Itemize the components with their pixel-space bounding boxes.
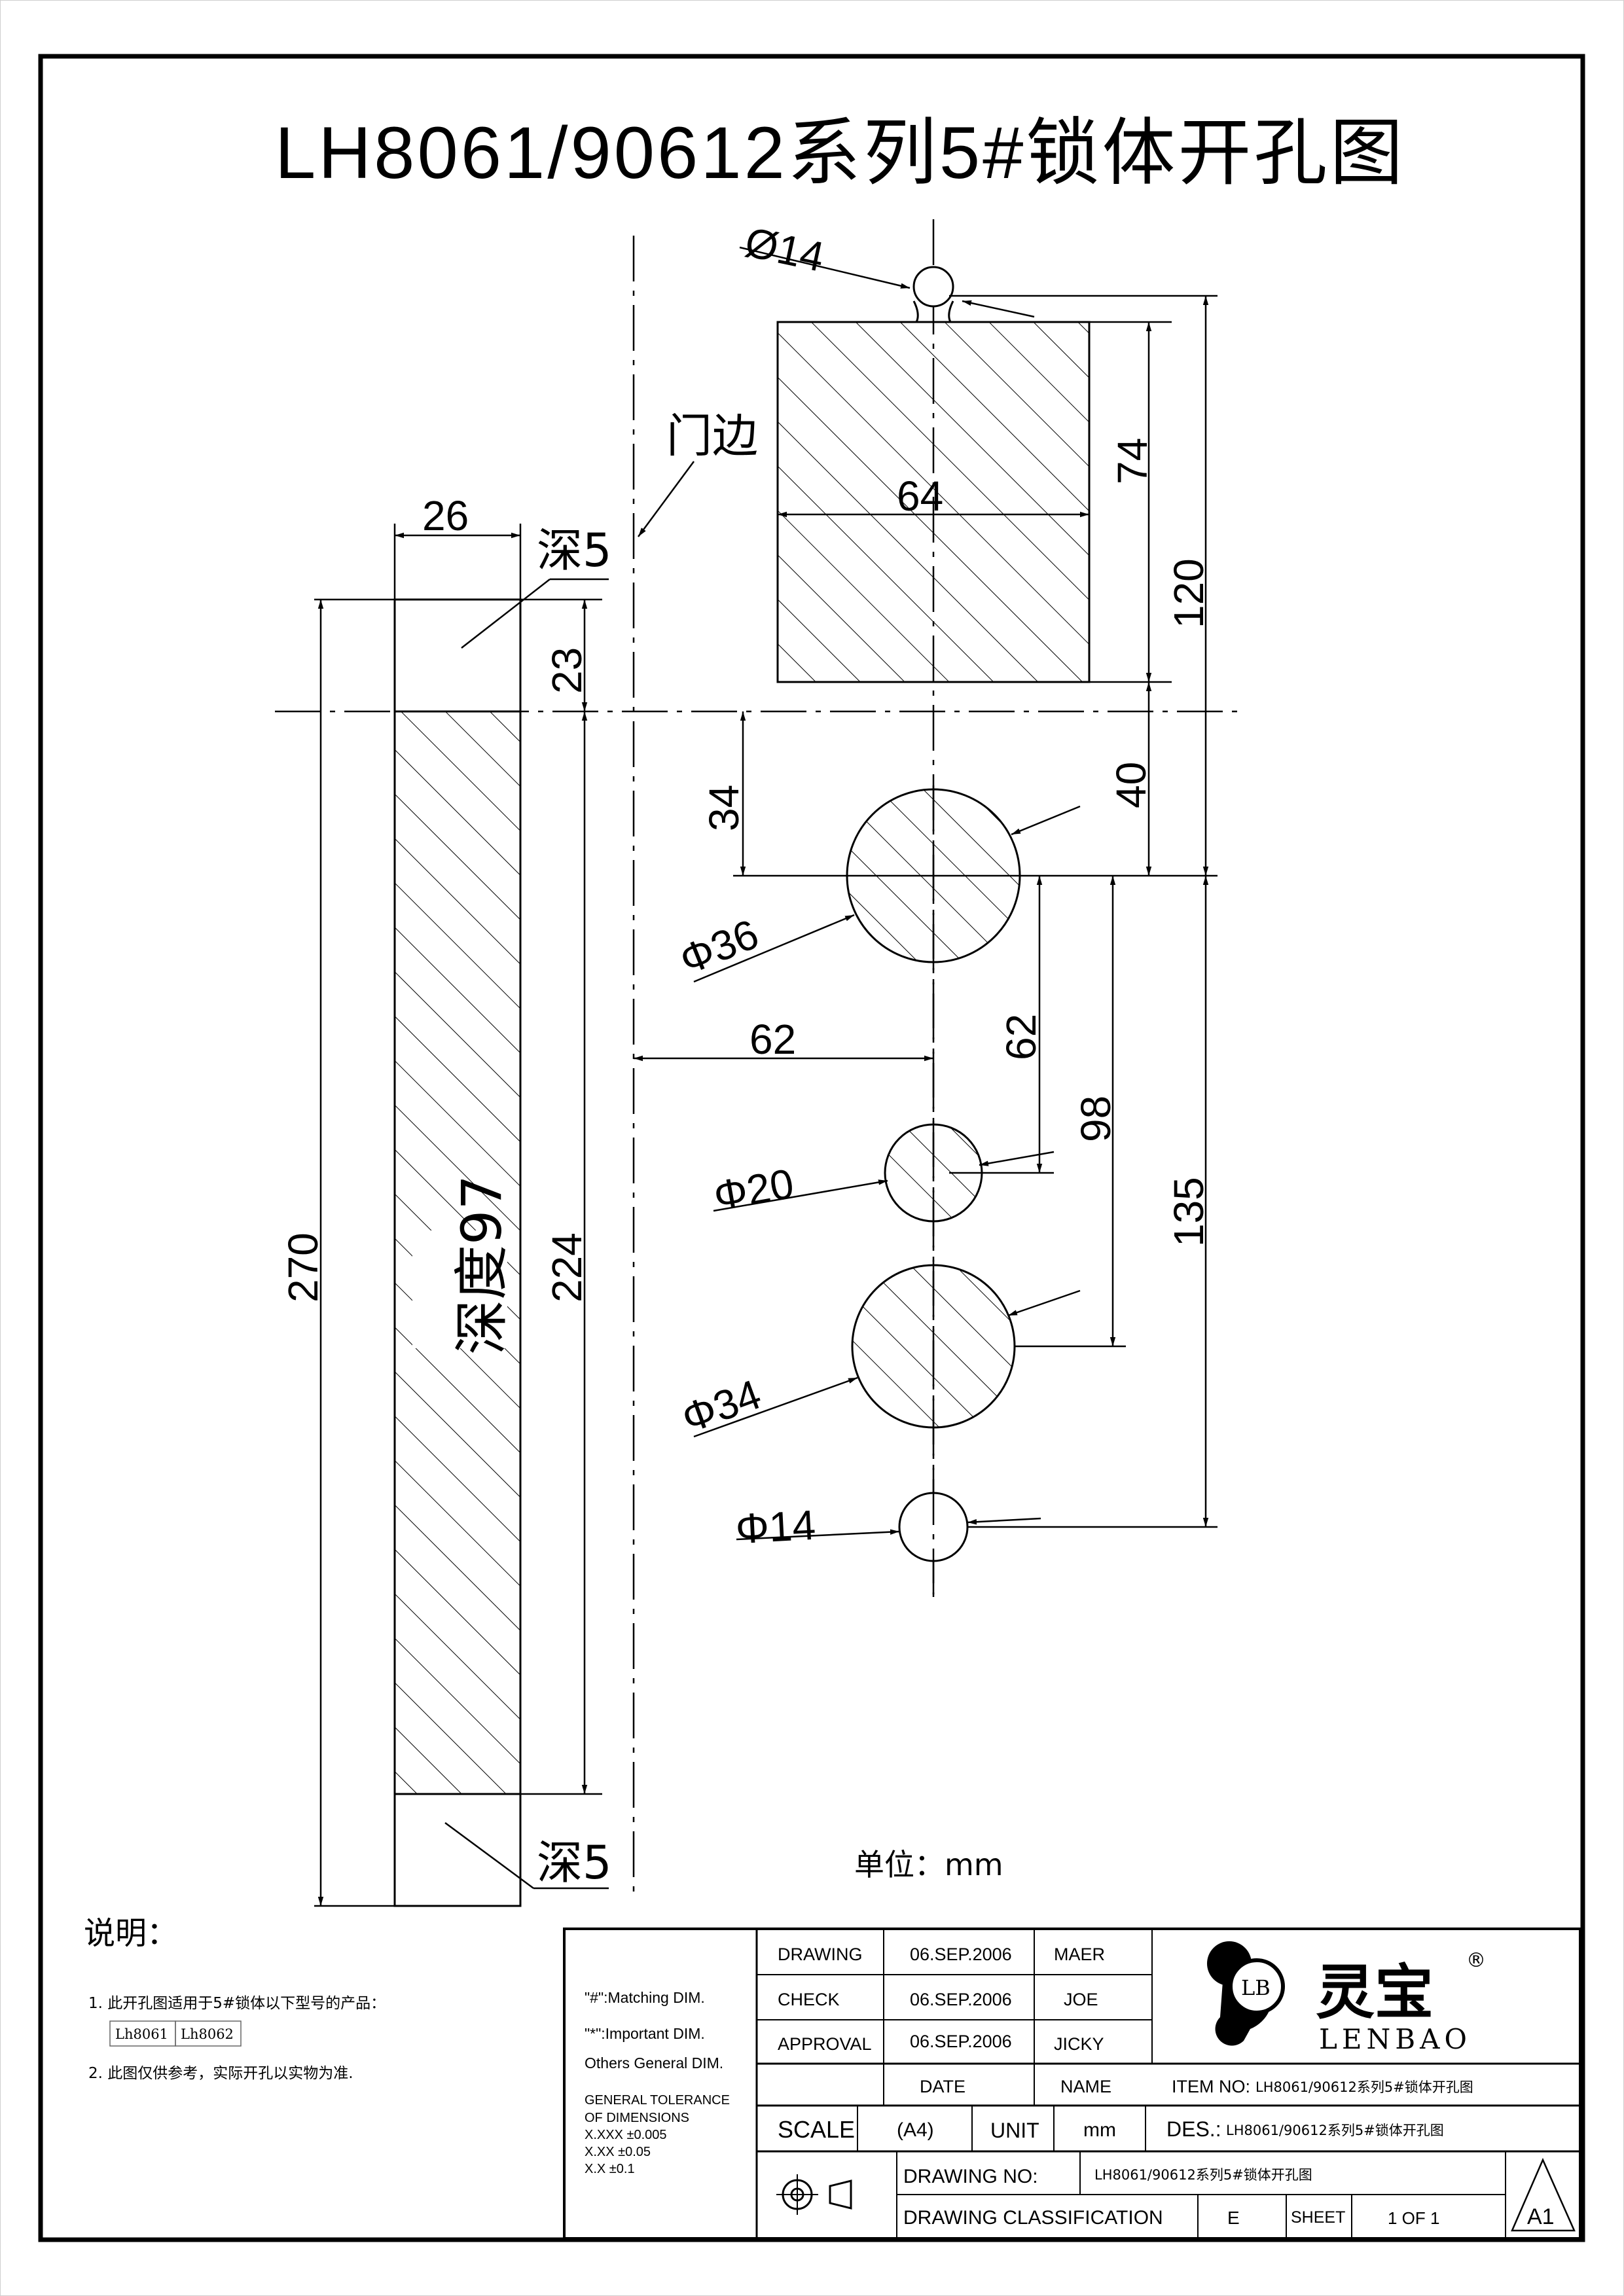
model-tags: Lh8061 Lh8062 (109, 2020, 242, 2047)
notes-heading: 说明： (84, 1915, 178, 1952)
tb-drawing-no-label: DRAWING NO: (903, 2166, 1038, 2187)
tb-sheet-label: SHEET (1291, 2208, 1345, 2227)
tb-unit-label: UNIT (990, 2119, 1039, 2142)
tb-approval-name: JICKY (1054, 2034, 1104, 2054)
note-line-2: 2. 此图仅供参考，实际开孔以实物为准. (88, 2065, 353, 2082)
dim-width-64: 64 (897, 473, 943, 520)
title-block (563, 1928, 1581, 2240)
dim-top-diameter: Ø14 (741, 218, 828, 281)
tb-drawing-label: DRAWING (778, 1945, 863, 1964)
depth-97-label: 深度97 (450, 1175, 514, 1355)
dim-diameter-36: Φ36 (673, 910, 765, 984)
model-tag-2: Lh8062 (181, 2026, 234, 2042)
tb-size-value: A1 (1527, 2204, 1555, 2229)
dim-height-120: 120 (1165, 558, 1212, 628)
brand-cn-name: 灵宝 (1316, 1958, 1434, 2027)
dim-diameter-34: Φ34 (676, 1371, 767, 1442)
tb-check-date: 06.SEP.2006 (910, 1990, 1012, 2009)
tb-scale-label: SCALE (778, 2116, 855, 2143)
tb-classification-value: E (1227, 2208, 1240, 2228)
legend-matching: "#":Matching DIM. (585, 1989, 705, 2006)
model-tag-1: Lh8061 (115, 2026, 168, 2042)
faceplate-cutout (393, 598, 522, 1907)
tb-drawing-name: MAER (1054, 1945, 1105, 1964)
door-edge-label: 门边 (666, 409, 758, 463)
tol-x: X.X ±0.1 (585, 2162, 635, 2176)
tol-title-2: OF DIMENSIONS (585, 2111, 689, 2125)
top-hole-d14 (912, 266, 954, 308)
dimension-lines (314, 246, 1218, 1907)
drawing-title: LH8061/90612系列5#锁体开孔图 (275, 112, 1405, 194)
top-lock-cutout (776, 266, 1091, 683)
dim-height-40: 40 (1108, 762, 1155, 808)
dim-height-270: 270 (280, 1232, 327, 1302)
dim-height-98: 98 (1072, 1096, 1119, 1142)
tb-name-header: NAME (1060, 2077, 1111, 2096)
brand-registered-mark: ® (1466, 1949, 1486, 1972)
tb-des-label: DES.: (1166, 2117, 1221, 2141)
unit-label: 单位：mm (854, 1847, 1003, 1882)
dim-width-26: 26 (422, 492, 469, 539)
tol-xxx: X.XXX ±0.005 (585, 2128, 667, 2142)
dim-diameter-20: Φ20 (710, 1160, 797, 1220)
legend-important: "*":Important DIM. (585, 2025, 705, 2042)
legend-others: Others General DIM. (585, 2054, 723, 2072)
dim-height-62: 62 (998, 1014, 1045, 1060)
logo-initials: LB (1241, 1975, 1271, 2000)
dim-height-34: 34 (700, 785, 748, 831)
tb-check-name: JOE (1064, 1990, 1098, 2009)
tb-classification-label: DRAWING CLASSIFICATION (903, 2207, 1163, 2229)
tb-drawing-date: 06.SEP.2006 (910, 1945, 1012, 1964)
depth-5-top-label: 深5 (537, 524, 612, 577)
dim-height-74: 74 (1109, 438, 1156, 484)
tol-title-1: GENERAL TOLERANCE (585, 2093, 730, 2108)
tol-xx: X.XX ±0.05 (585, 2145, 651, 2159)
dim-width-62: 62 (749, 1016, 796, 1063)
tb-date-header: DATE (920, 2077, 965, 2096)
tb-check-label: CHECK (778, 1990, 840, 2009)
tb-drawing-no-value: LH8061/90612系列5#锁体开孔图 (1094, 2167, 1312, 2183)
tb-item-no-value: LH8061/90612系列5#锁体开孔图 (1255, 2079, 1473, 2095)
note-line-1: 1. 此开孔图适用于5#锁体以下型号的产品： (88, 1995, 386, 2012)
dim-height-23: 23 (543, 647, 590, 694)
brand-en-name: LENBAO (1319, 2023, 1471, 2055)
tb-item-no-label: ITEM NO: (1172, 2077, 1250, 2096)
tb-sheet-value: 1 OF 1 (1388, 2208, 1439, 2228)
dim-height-224: 224 (543, 1232, 590, 1302)
tb-approval-label: APPROVAL (778, 2034, 872, 2054)
tb-des-value: LH8061/90612系列5#锁体开孔图 (1226, 2123, 1444, 2138)
tb-unit-value: mm (1083, 2119, 1116, 2141)
tb-scale-value: (A4) (897, 2119, 934, 2141)
dim-height-135: 135 (1165, 1177, 1212, 1247)
tb-approval-date: 06.SEP.2006 (910, 2032, 1012, 2051)
lenbao-logo: LB 灵宝 LENBAO ® (1207, 1941, 1486, 2055)
dim-diameter-14: Φ14 (734, 1501, 817, 1552)
depth-5-bottom-label: 深5 (537, 1836, 612, 1890)
